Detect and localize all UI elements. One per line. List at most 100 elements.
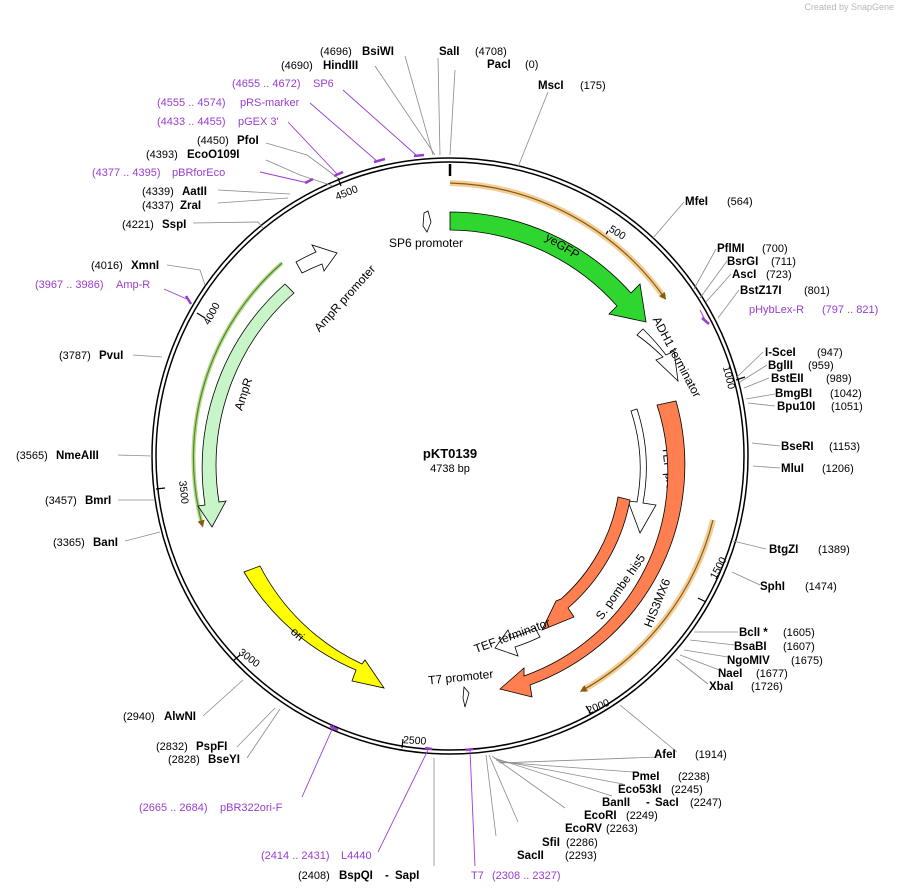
primer-l4440-range: (2414 .. 2431)	[261, 850, 330, 862]
site-bstz17i: BstZ17I	[740, 285, 782, 297]
site-i-scei-pos: (947)	[817, 347, 843, 359]
primer-pbr322ori-f: pBR322ori-F	[220, 802, 283, 814]
site-sacii: SacII	[517, 850, 544, 862]
site-ecori-pos: (2249)	[626, 810, 658, 822]
feature-sp6-promoter[interactable]: SP6 promoter	[389, 210, 463, 250]
enzyme-labels: (4696) BsiWI (4690) HindIII SalI (4708) …	[16, 46, 863, 882]
site-asci-pos: (723)	[766, 269, 792, 281]
site-bmri: BmrI	[85, 495, 111, 507]
site-banii: BanII	[602, 797, 630, 809]
site-ecoo109i-pos: (4393)	[146, 149, 178, 161]
site-i-scei: I-SceI	[765, 347, 796, 359]
feature-ampr-promoter[interactable]: AmpR promoter	[295, 244, 378, 335]
site-bseri: BseRI	[781, 441, 814, 453]
site-sali: SalI	[439, 46, 459, 58]
site-xmni-pos: (4016)	[91, 260, 123, 272]
site-nmeaiii-pos: (3565)	[16, 450, 48, 462]
primer-prs-marker-range: (4555 .. 4574)	[157, 97, 226, 109]
site-aatii-pos: (4339)	[142, 186, 174, 198]
primer-t7-range: (2308 .. 2327)	[492, 870, 561, 882]
site-pvui-pos: (3787)	[59, 350, 91, 362]
site-pflmi-pos: (700)	[762, 243, 788, 255]
site-sspi-pos: (4221)	[122, 219, 154, 231]
site-naei: NaeI	[718, 668, 742, 680]
site-sacii-pos: (2293)	[565, 850, 597, 862]
site-sphi: SphI	[760, 581, 785, 593]
feature-adh1-terminator[interactable]: ADH1 terminator	[636, 314, 704, 400]
site-bmri-pos: (3457)	[45, 495, 77, 507]
site-bglii-pos: (959)	[808, 360, 834, 372]
site-pvui: PvuI	[99, 350, 123, 362]
site-alwni: AlwNI	[164, 711, 196, 723]
primer-l4440: L4440	[341, 850, 372, 862]
feature-tef-terminator[interactable]: TEF terminator	[472, 615, 552, 657]
site-paci-pos: (0)	[525, 59, 538, 71]
feature-t7-promoter[interactable]: T7 promoter	[427, 667, 494, 708]
site-mlui: MluI	[781, 463, 804, 475]
site-eco53ki: Eco53kI	[618, 784, 661, 796]
site-bmgbi-pos: (1042)	[830, 388, 862, 400]
site-btgzi-pos: (1389)	[818, 544, 850, 556]
site-saci-pos: (2247)	[690, 797, 722, 809]
site-ngomiv: NgoMIV	[727, 655, 770, 667]
primer-pbr322ori-f-range: (2665 .. 2684)	[139, 802, 208, 814]
primer-lines	[163, 89, 706, 867]
site-pflmi: PflMI	[717, 243, 744, 255]
primer-pgex3-range: (4433 .. 4455)	[157, 116, 226, 128]
site-bspqi: BspQI	[339, 870, 373, 882]
site-bseyi-pos: (2828)	[168, 754, 200, 766]
snapgene-watermark: Created by SnapGene	[804, 2, 894, 12]
site-afei-pos: (1914)	[695, 749, 727, 761]
site-bseyi: BseYI	[208, 754, 240, 766]
primer-phyblex-r: pHybLex-R	[749, 304, 804, 316]
site-ecorv-pos: (2263)	[606, 823, 638, 835]
site-sapi: SapI	[395, 870, 419, 882]
site-bsiwi-pos: (4696)	[320, 46, 352, 58]
site-msci-pos: (175)	[580, 80, 606, 92]
site-pmei: PmeI	[632, 771, 660, 783]
site-bstz17i-pos: (801)	[804, 285, 830, 297]
tag-arcs	[191, 180, 716, 693]
feature-ori[interactable]: ori	[243, 565, 385, 689]
site-bsabi: BsaBI	[734, 641, 767, 653]
svg-text:-: -	[646, 797, 650, 809]
feature-label-t7-promoter: T7 promoter	[427, 667, 493, 688]
feature-his3mx6[interactable]: HIS3MX6	[499, 400, 686, 698]
site-bglii: BglII	[768, 360, 793, 372]
site-bsteii: BstEII	[771, 373, 804, 385]
site-hindiii-pos: (4690)	[281, 60, 313, 72]
site-afei: AfeI	[654, 749, 676, 761]
site-pfoi: PfoI	[237, 135, 259, 147]
site-bsteii-pos: (989)	[826, 373, 852, 385]
site-sfii: SfiI	[542, 837, 560, 849]
site-xbai-pos: (1726)	[751, 681, 783, 693]
site-naei-pos: (1677)	[756, 668, 788, 680]
primer-pbrforeco: pBRforEco	[172, 167, 225, 179]
site-asci: AscI	[732, 269, 756, 281]
site-nmeaiii: NmeAIII	[56, 450, 99, 462]
site-bsiwi: BsiWI	[362, 46, 394, 58]
site-pfoi-pos: (4450)	[197, 135, 229, 147]
site-paci: PacI	[487, 59, 511, 71]
primer-marks	[184, 153, 710, 752]
site-ecori: EcoRI	[584, 810, 617, 822]
site-xbai: XbaI	[709, 681, 733, 693]
svg-text:-: -	[385, 870, 389, 882]
primer-pgex3: pGEX 3'	[238, 116, 279, 128]
backbone-inner	[155, 161, 745, 751]
primer-prs-marker: pRS-marker	[240, 97, 300, 109]
site-bani: BanI	[93, 537, 118, 549]
site-ecorv: EcoRV	[565, 823, 602, 835]
site-bcli-pos: (1605)	[783, 627, 815, 639]
feature-label-ampr-promoter: AmpR promoter	[311, 262, 378, 334]
site-sali-pos: (4708)	[475, 46, 507, 58]
site-bsrgi-pos: (711)	[771, 256, 796, 268]
site-pmei-pos: (2238)	[678, 771, 710, 783]
site-eco53ki-pos: (2245)	[671, 784, 703, 796]
site-zrai-pos: (4337)	[142, 200, 174, 212]
site-bcli: BclI *	[739, 627, 768, 639]
primer-sp6: SP6	[313, 78, 334, 90]
site-ecoo109i: EcoO109I	[187, 149, 239, 161]
feature-label-ampr: AmpR	[232, 376, 256, 412]
site-bseri-pos: (1153)	[829, 441, 860, 453]
